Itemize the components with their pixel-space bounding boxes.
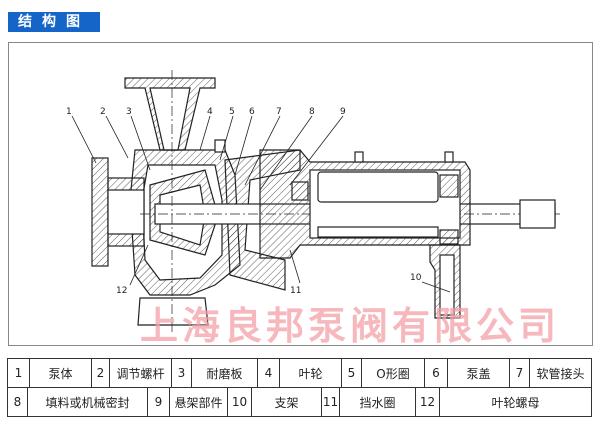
parts-table-row-2: 8 填料或机械密封 9 悬架部件 10 支架 11 挡水圈 12 叶轮螺母 — [7, 387, 592, 417]
part-number: 2 — [92, 359, 110, 387]
callout-4: 4 — [207, 107, 213, 117]
part-name: 填料或机械密封 — [28, 388, 148, 416]
part-number: 9 — [148, 388, 170, 416]
part-name: 悬架部件 — [170, 388, 228, 416]
part-name: 支架 — [252, 388, 322, 416]
callout-5: 5 — [229, 107, 235, 117]
bearing-front — [291, 181, 309, 201]
callout-8: 8 — [309, 107, 315, 117]
pump-foot — [137, 297, 209, 326]
part-name: 耐磨板 — [192, 359, 258, 387]
part-number: 10 — [228, 388, 252, 416]
part-name: 挡水圈 — [340, 388, 416, 416]
part-name: 叶轮螺母 — [491, 395, 540, 410]
watermark-text: 上海良邦泵阀有限公司 — [140, 304, 560, 348]
diagram-frame — [8, 42, 593, 346]
part-name: 叶轮 — [280, 359, 342, 387]
callout-3: 3 — [126, 107, 132, 117]
part-number: 3 — [172, 359, 192, 387]
part-number: 1 — [8, 359, 30, 387]
callout-6: 6 — [249, 107, 255, 117]
callout-2: 2 — [100, 107, 106, 117]
callout-10: 10 — [410, 273, 422, 283]
inlet-flange — [91, 157, 109, 267]
callout-7: 7 — [276, 107, 282, 117]
section-title: 结构图 — [8, 12, 100, 32]
part-name: 泵盖 — [448, 359, 510, 387]
part-name: O形圈 — [362, 359, 425, 387]
part-number: 6 — [425, 359, 448, 387]
bearing-rear — [439, 174, 459, 198]
callout-12: 12 — [116, 286, 127, 296]
part-name: 软管接头 — [536, 366, 585, 381]
callout-9: 9 — [340, 107, 346, 117]
part-number: 11 — [322, 388, 340, 416]
part-number: 4 — [258, 359, 280, 387]
parts-table-row-1: 1 泵体 2 调节螺杆 3 耐磨板 4 叶轮 5 O形圈 6 泵盖 7 软管接头 — [7, 358, 592, 388]
callout-11: 11 — [290, 286, 301, 296]
part-number: 7 — [510, 359, 530, 387]
part-number: 5 — [342, 359, 362, 387]
part-number: 12 — [416, 388, 440, 416]
part-name: 泵体 — [30, 359, 92, 387]
callout-1: 1 — [66, 107, 72, 117]
part-name: 调节螺杆 — [110, 359, 172, 387]
part-number: 8 — [8, 388, 28, 416]
